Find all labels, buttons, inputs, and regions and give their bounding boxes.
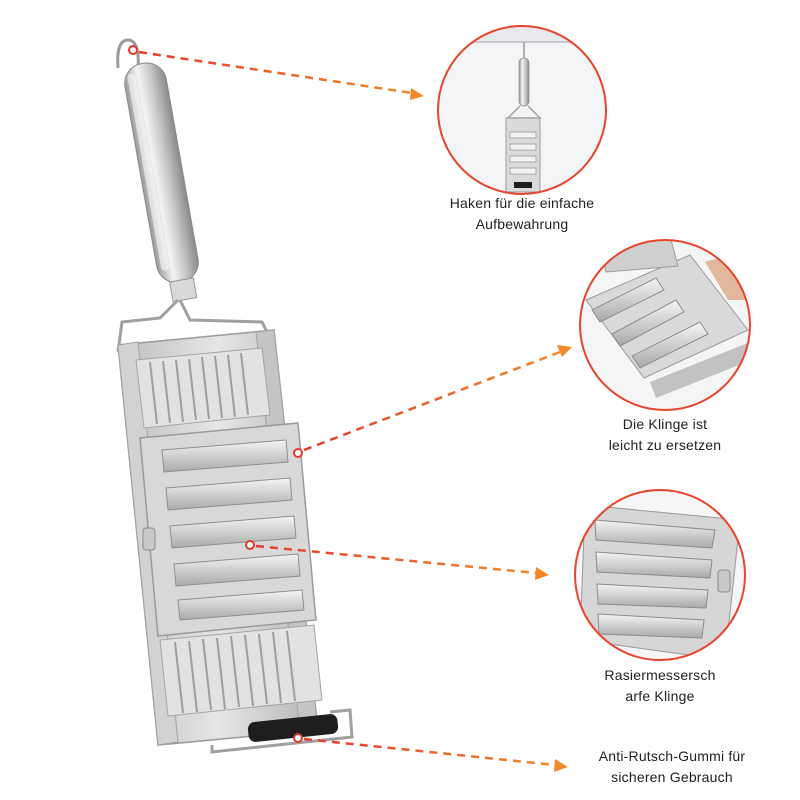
caption-hook-line-1: Haken für die einfache [449,195,595,211]
blade-insert [139,422,317,637]
caption-hook-line-2: Aufbewahrung [475,216,569,232]
rubber-foot [247,714,339,742]
caption-rubber-line-1: Anti-Rutsch-Gummi für [598,748,746,764]
caption-blade: Die Klinge ist leicht zu ersetzen [575,414,755,456]
fluted-plate-bottom [159,624,323,717]
arrow-blade [293,345,572,458]
caption-rubber: Anti-Rutsch-Gummi für sicheren Gebrauch [572,746,772,788]
bottom-wire [210,708,354,754]
caption-blade-line-1: Die Klinge ist [622,416,708,432]
sharp-blade-detail-icon [574,489,746,661]
arrow-rubber [293,733,568,772]
caption-sharp-line-1: Rasiermessersch [604,667,716,683]
fluted-plate-top [135,347,271,429]
side-clip [142,527,156,551]
arrow-sharp [245,540,549,580]
callout-arrows [128,45,572,772]
wire-frame [116,298,272,353]
replaceable-blade-detail-icon [579,239,751,411]
hanging-hook-detail-icon [437,25,607,195]
arrow-hook [128,45,424,100]
hook-loop [116,38,140,71]
caption-rubber-line-2: sicheren Gebrauch [611,769,733,785]
caption-sharp: Rasiermessersch arfe Klinge [570,665,750,707]
handle [124,62,199,303]
caption-sharp-line-2: arfe Klinge [625,688,695,704]
caption-hook: Haken für die einfache Aufbewahrung [422,193,622,235]
caption-blade-line-2: leicht zu ersetzen [608,437,722,453]
grater-product-image [116,38,354,754]
